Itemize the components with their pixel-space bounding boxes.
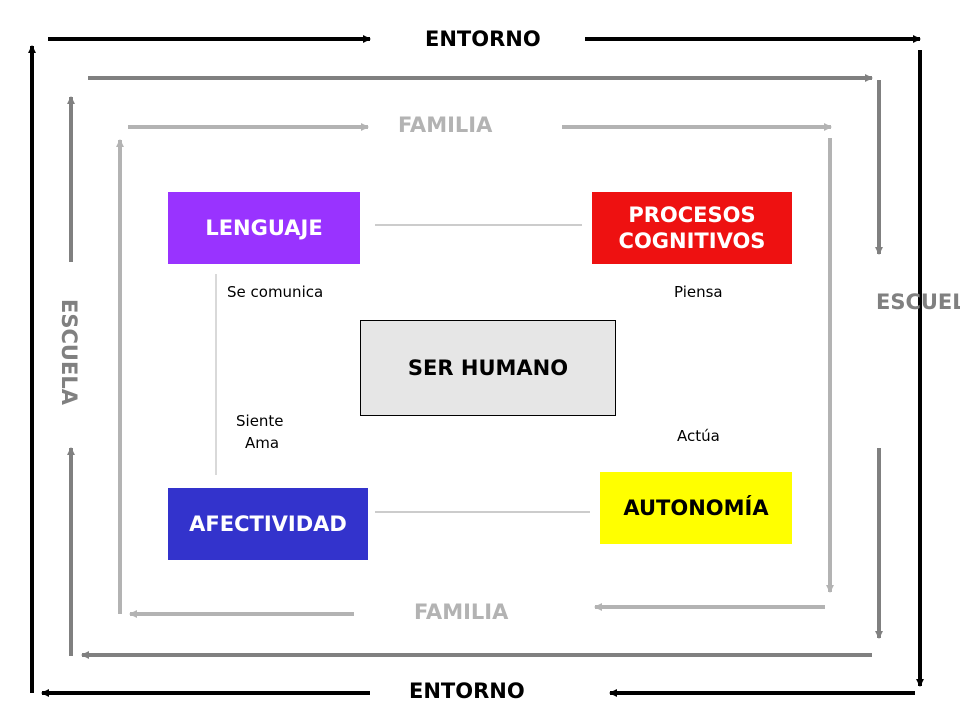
procesos-label-line1: PROCESOS xyxy=(628,202,756,227)
entorno-label-bottom: ENTORNO xyxy=(409,679,525,703)
afectividad-label: AFECTIVIDAD xyxy=(189,511,347,536)
procesos-label-line2: COGNITIVOS xyxy=(618,229,766,253)
lenguaje-box: LENGUAJE xyxy=(168,192,360,264)
autonomia-label: AUTONOMÍA xyxy=(623,495,769,520)
annotation-piensa: Piensa xyxy=(674,283,723,301)
annotation-ama: Ama xyxy=(245,434,280,452)
lenguaje-label: LENGUAJE xyxy=(205,215,323,240)
familia-label-top: FAMILIA xyxy=(398,113,493,137)
ser-humano-box: SER HUMANO xyxy=(360,320,616,416)
familia-label-bottom: FAMILIA xyxy=(414,600,509,624)
ser-humano-label: SER HUMANO xyxy=(407,355,569,380)
autonomia-box: AUTONOMÍA xyxy=(600,472,792,544)
entorno-label-top: ENTORNO xyxy=(425,27,541,51)
escuela-label-right: ESCUELA xyxy=(876,290,960,314)
annotation-actua: Actúa xyxy=(677,427,720,445)
afectividad-box: AFECTIVIDAD xyxy=(168,488,368,560)
annotation-se-comunica: Se comunica xyxy=(227,283,324,301)
escuela-label-left: ESCUELA xyxy=(56,299,81,405)
annotation-siente: Siente xyxy=(236,412,284,430)
procesos-cognitivos-box: PROCESOS COGNITIVOS xyxy=(592,192,792,264)
